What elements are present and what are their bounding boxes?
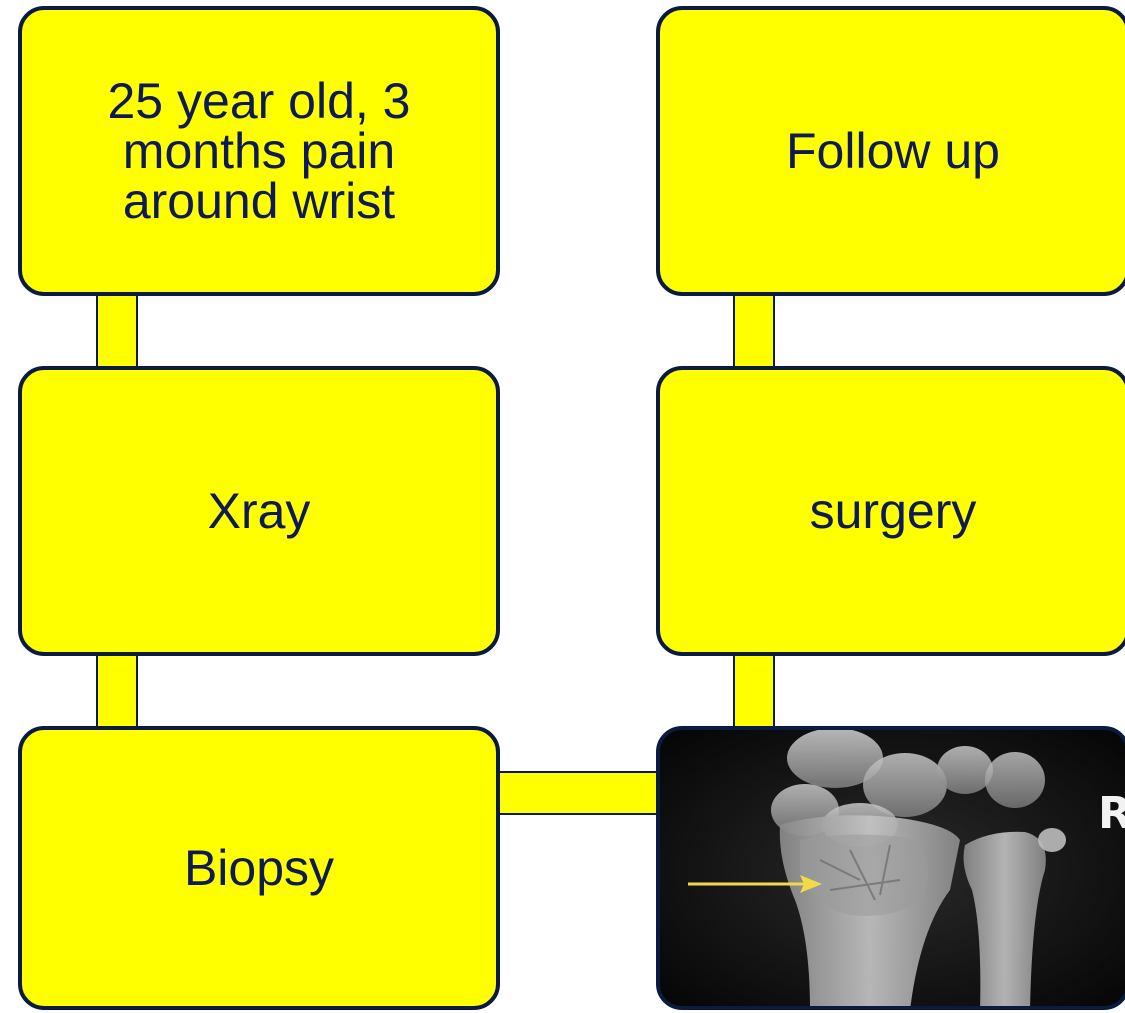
step-biopsy: Biopsy (18, 726, 500, 1010)
connector-surgery-followup (733, 290, 775, 372)
ulnar-styloid (1038, 828, 1066, 852)
step-follow-up: Follow up (656, 6, 1125, 296)
step-follow-up-label: Follow up (786, 126, 1000, 176)
connector-presentation-xray (96, 290, 138, 372)
step-xray: Xray (18, 366, 500, 656)
carpal-bone (937, 746, 993, 794)
wrist-xray-drawing: R (660, 730, 1125, 1010)
step-surgery-label: surgery (810, 486, 977, 536)
step-biopsy-label: Biopsy (184, 843, 334, 893)
connector-xray-biopsy (96, 650, 138, 732)
step-surgery: surgery (656, 366, 1125, 656)
wrist-xray-image: R (656, 726, 1125, 1010)
step-xray-label: Xray (208, 486, 311, 536)
step-presentation: 25 year old, 3 months pain around wrist (18, 6, 500, 296)
step-presentation-label: 25 year old, 3 months pain around wrist (108, 76, 411, 226)
carpal-bone (985, 752, 1045, 808)
connector-image-surgery (733, 650, 775, 732)
side-marker: R (1098, 788, 1125, 839)
connector-biopsy-image (495, 771, 662, 815)
